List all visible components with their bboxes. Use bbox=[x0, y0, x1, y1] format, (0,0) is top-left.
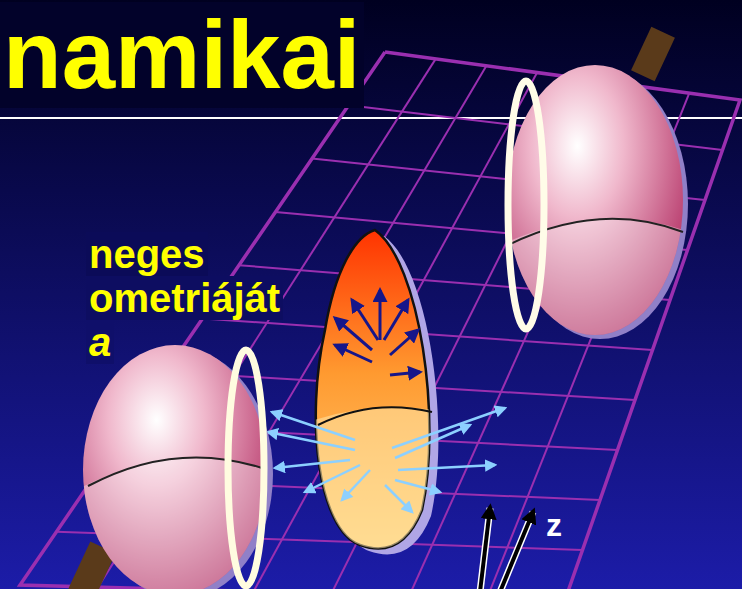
text-holder: neges bbox=[86, 232, 208, 276]
axis-arrow bbox=[500, 512, 533, 589]
reaction-plane bbox=[20, 52, 740, 589]
text-holder: a bbox=[86, 320, 114, 364]
text-holder: namikai bbox=[0, 2, 364, 108]
overlap-horizon bbox=[318, 407, 432, 425]
nucleus-left bbox=[68, 345, 273, 589]
body-text: ometriáját bbox=[86, 276, 283, 320]
slide-title: namikai bbox=[0, 2, 364, 108]
body-text: a bbox=[86, 320, 114, 364]
flow-arrows-upper bbox=[335, 290, 420, 375]
axis-label: z bbox=[543, 508, 565, 543]
grid-line bbox=[254, 73, 538, 589]
flow-arrows-lower bbox=[268, 408, 505, 512]
axis-arrow bbox=[480, 508, 490, 589]
nucleus-cut-rim bbox=[228, 350, 264, 586]
overlap-zone bbox=[300, 230, 445, 560]
nucleus-cut-rim bbox=[508, 81, 544, 329]
plane-outline bbox=[20, 52, 740, 589]
nucleus-lower-half bbox=[80, 458, 270, 589]
body-text: neges bbox=[86, 232, 208, 276]
nucleus-tail bbox=[631, 27, 675, 81]
text-holder: z bbox=[543, 508, 565, 543]
nucleus-horizon bbox=[508, 219, 683, 245]
axis-outline bbox=[500, 512, 533, 589]
overlap-lower-half bbox=[300, 407, 445, 560]
text-holder: ometriáját bbox=[86, 276, 283, 320]
axes bbox=[480, 508, 533, 589]
nucleus-horizon bbox=[88, 457, 262, 486]
axis-outline bbox=[480, 508, 490, 589]
nucleus-right bbox=[500, 27, 690, 340]
